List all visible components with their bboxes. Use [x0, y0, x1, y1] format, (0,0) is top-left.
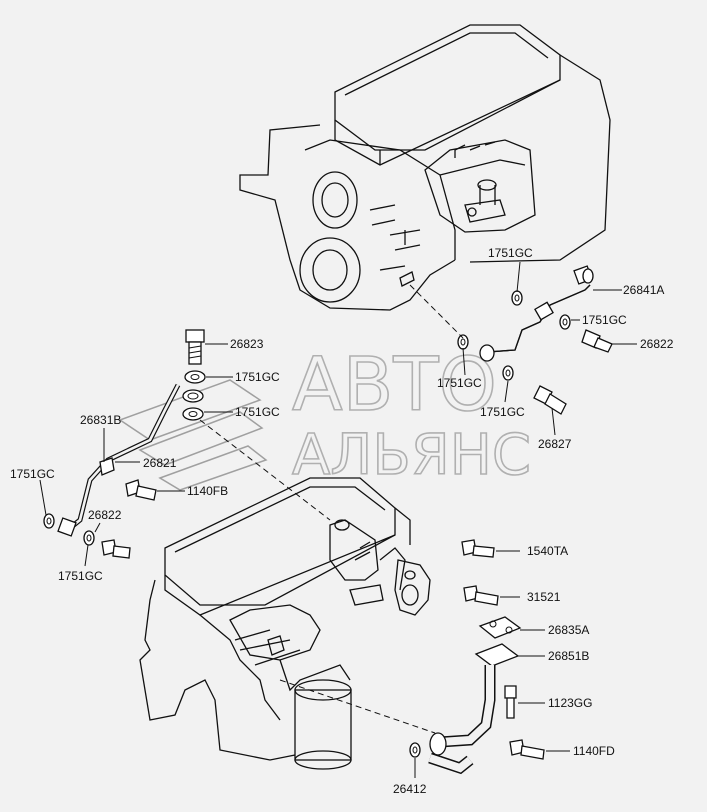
label-26841A: 26841A: [623, 283, 664, 297]
watermark: АВТО АЛЬЯНС: [118, 341, 532, 491]
label-1140FD: 1140FD: [573, 744, 615, 758]
label-1751GC-mid-left: 1751GC: [437, 376, 482, 390]
label-26831B: 26831B: [80, 413, 121, 427]
label-1751GC-right: 1751GC: [582, 313, 627, 327]
label-1140FB: 1140FB: [187, 484, 228, 498]
oil-pipe-26841A: [479, 265, 594, 362]
label-1751GC-top: 1751GC: [488, 246, 533, 260]
leader-dash-upper: [409, 284, 464, 339]
label-31521: 31521: [527, 590, 561, 604]
bolt-1540TA: [461, 539, 495, 558]
washers-1751GC-left-stack: [182, 370, 206, 421]
label-26822-right: 26822: [640, 337, 674, 351]
bolt-26823: [185, 329, 205, 365]
leader-dash-lower: [279, 679, 436, 734]
part-labels: 26841A 1751GC 1751GC 26822 1751GC 1751GC…: [10, 246, 674, 796]
upper-engine: [239, 24, 611, 311]
label-1751GC-mid-right: 1751GC: [480, 405, 525, 419]
gasket-26835A: [478, 616, 522, 639]
bolt-1140FD: [509, 739, 545, 760]
label-26835A: 26835A: [548, 623, 589, 637]
gasket-1751GC-upper: [457, 290, 571, 381]
washer-1751GC-far-left: [43, 513, 55, 529]
label-26412: 26412: [393, 782, 427, 796]
washer-26412: [409, 742, 421, 758]
label-1751GC-bottom-left: 1751GC: [58, 569, 103, 583]
label-1751GC-b: 1751GC: [235, 405, 280, 419]
bolt-26822-right: [581, 329, 613, 353]
pipe-26851B: [428, 643, 520, 775]
bolt-1140FB: [125, 479, 157, 501]
label-26821: 26821: [143, 456, 177, 470]
bolt-26822-left: [101, 539, 131, 559]
label-26827: 26827: [538, 437, 572, 451]
clip-26821: [99, 457, 115, 476]
label-1540TA: 1540TA: [527, 544, 568, 558]
label-1123GG: 1123GG: [548, 696, 592, 710]
label-26851B: 26851B: [548, 649, 589, 663]
lower-engine: [139, 477, 431, 770]
label-26823: 26823: [230, 337, 264, 351]
bolt-31521: [463, 585, 499, 606]
washer-1751GC-bottom-left: [83, 530, 95, 546]
leader-dash-left: [199, 419, 331, 521]
label-1751GC-a: 1751GC: [235, 370, 280, 384]
label-26822-left: 26822: [88, 508, 122, 522]
leader-lines: [39, 261, 637, 778]
label-1751GC-left: 1751GC: [10, 467, 55, 481]
bolt-1123GG: [504, 685, 517, 719]
bolt-26827: [533, 385, 567, 415]
